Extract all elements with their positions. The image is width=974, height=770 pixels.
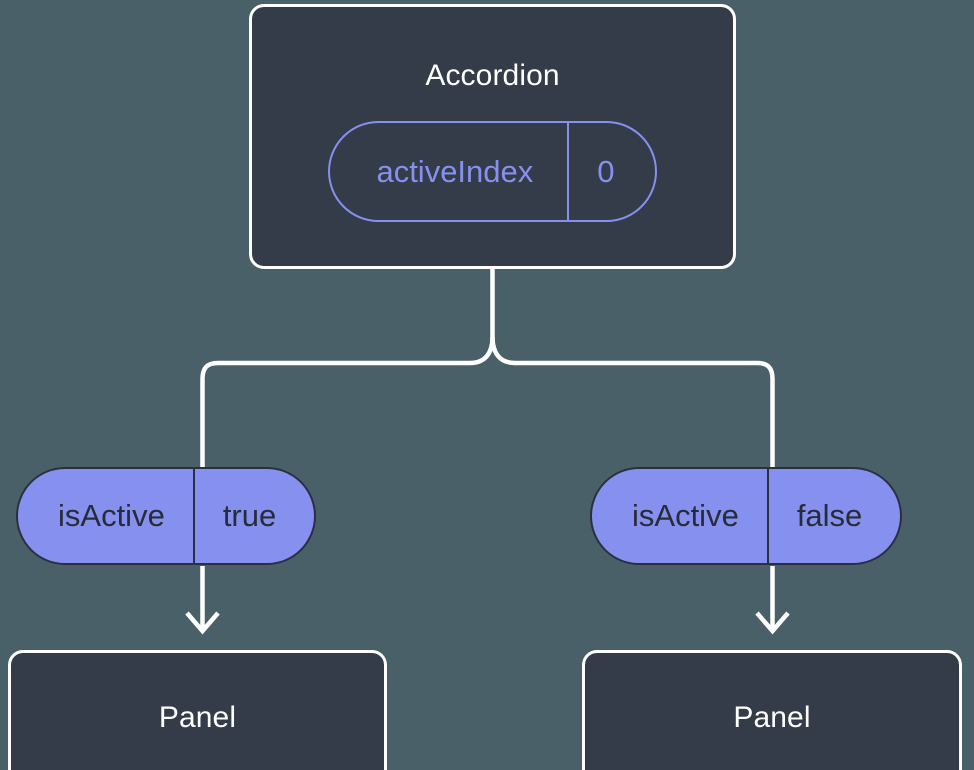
prop-pill-value: true: [192, 469, 314, 563]
prop-pill-value: false: [766, 469, 900, 563]
node-panel-right[interactable]: Panel: [582, 650, 962, 770]
node-panel-title: Panel: [733, 700, 811, 734]
node-panel-left[interactable]: Panel: [8, 650, 387, 770]
connector-branch-left: [200, 336, 495, 468]
state-pill-value: 0: [567, 123, 654, 220]
state-pill-active-index[interactable]: activeIndex 0: [328, 121, 657, 222]
arrowhead-right: [755, 611, 790, 635]
node-accordion[interactable]: Accordion activeIndex 0: [249, 4, 736, 269]
prop-pill-key: isActive: [58, 498, 165, 533]
node-accordion-title: Accordion: [425, 59, 560, 92]
prop-pill-is-active-true[interactable]: isActive true: [16, 467, 317, 565]
prop-pill-key: isActive: [632, 498, 739, 533]
node-panel-title: Panel: [158, 700, 237, 734]
arrowhead-left: [185, 611, 220, 635]
connector-branch-right: [490, 336, 775, 468]
prop-pill-is-active-false[interactable]: isActive false: [590, 467, 903, 565]
state-pill-key: activeIndex: [376, 153, 534, 189]
